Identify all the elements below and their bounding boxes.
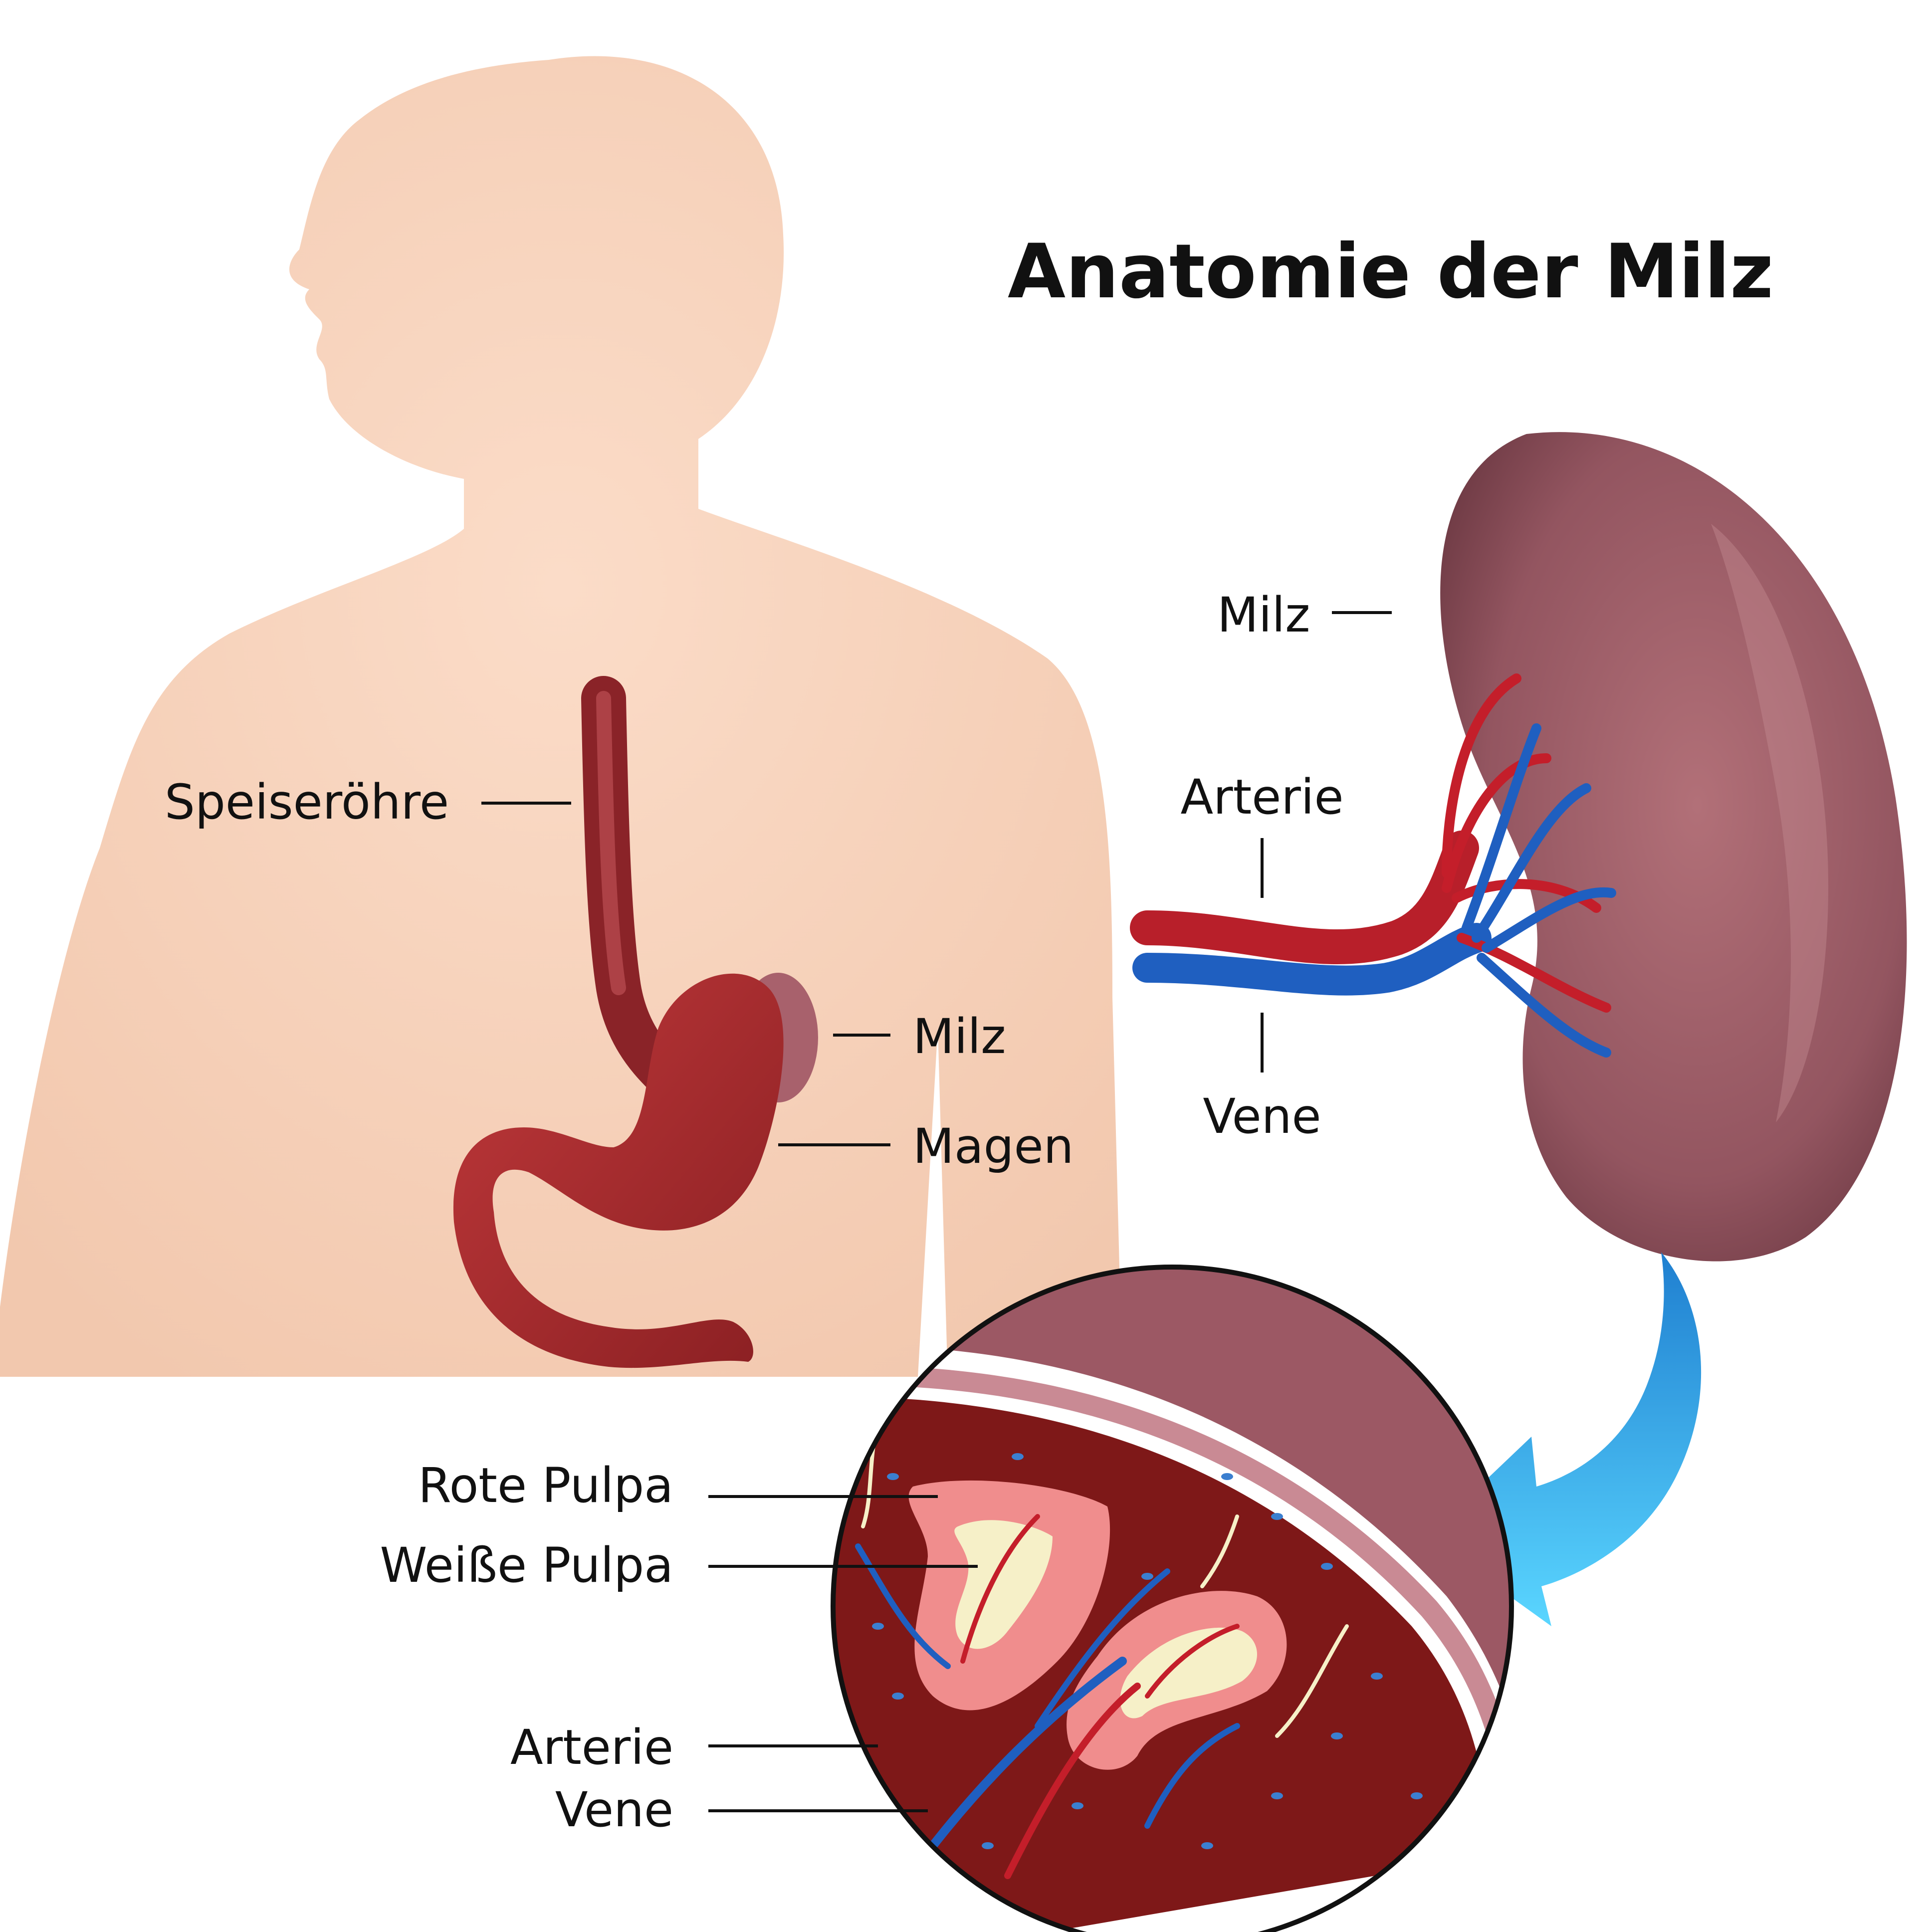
label-weisse-pulpa: Weiße Pulpa (380, 1537, 673, 1593)
artery-main (1130, 831, 1479, 964)
white-pulp-right (1067, 1591, 1287, 1770)
label-arterie-detail: Arterie (510, 1719, 673, 1775)
label-vene-detail: Vene (555, 1782, 673, 1838)
human-body-silhouette (0, 56, 1122, 1382)
label-rote-pulpa: Rote Pulpa (418, 1458, 673, 1513)
detail-leader-lines (708, 1495, 978, 1812)
label-speiseroehre: Speiseröhre (165, 774, 449, 830)
label-arterie-organ: Arterie (1180, 769, 1344, 825)
stomach (453, 973, 784, 1368)
hilum-vessels (1130, 673, 1616, 1058)
vein-main (1132, 923, 1492, 996)
diagram-title: Anatomie der Milz (1008, 228, 1774, 315)
organ-leader-lines (1261, 611, 1392, 1073)
spleen-organ (1440, 432, 1907, 1262)
label-vene-organ: Vene (1203, 1088, 1321, 1144)
body-leader-lines (481, 802, 890, 1146)
esophagus (581, 676, 686, 1095)
magnified-cross-section (831, 1265, 1514, 1932)
label-milz-organ: Milz (1217, 587, 1310, 643)
label-milz-body: Milz (913, 1009, 1006, 1065)
detail-vessels (855, 1420, 1349, 1879)
label-magen: Magen (913, 1118, 1074, 1174)
